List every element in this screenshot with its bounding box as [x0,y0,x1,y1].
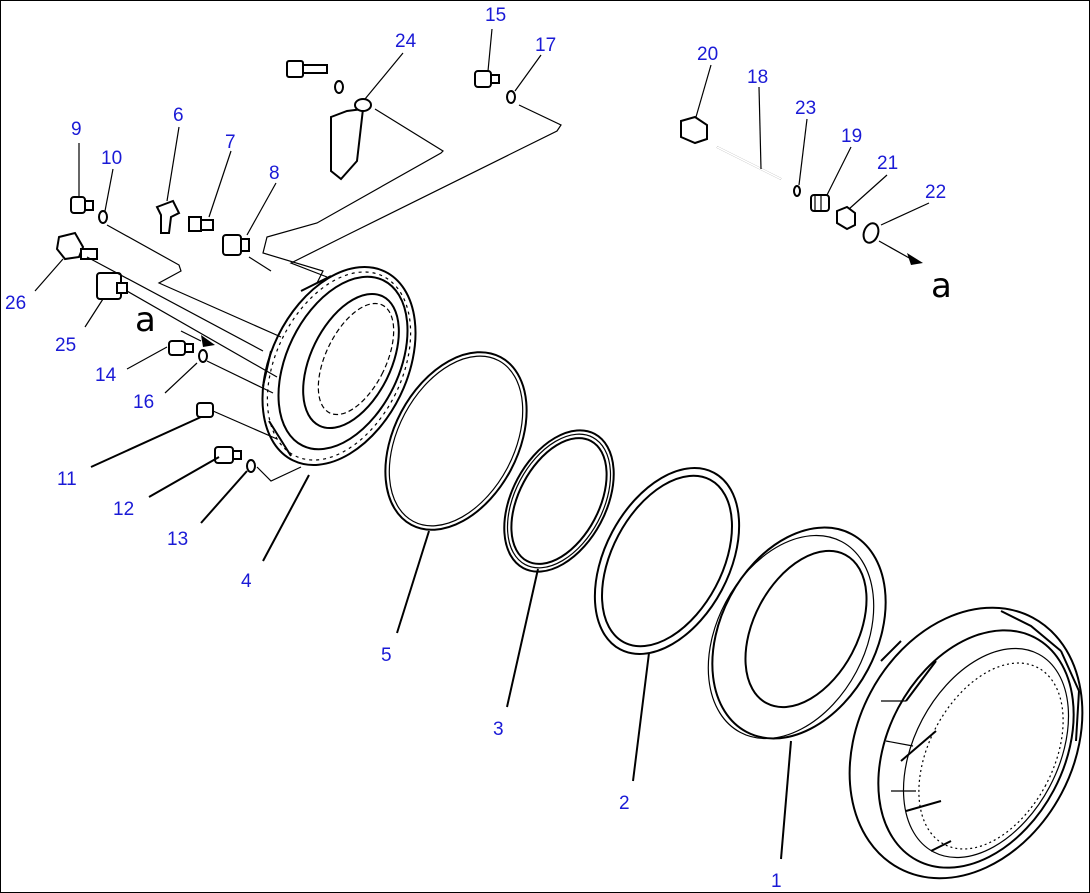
callout-3: 3 [493,719,504,740]
callout-labels: 1 2 3 4 5 6 7 8 9 10 11 12 13 14 15 16 1… [5,5,946,892]
part-6-elbow [155,199,181,234]
part-16-o-ring [198,349,208,363]
part-7-fitting [188,216,214,232]
callout-2: 2 [619,793,630,814]
callout-7: 7 [225,132,236,153]
part-17-o-ring [506,90,516,104]
callout-23: 23 [795,98,816,119]
part-5-o-ring [384,351,528,531]
callout-25: 25 [55,335,76,356]
part-2-seal [593,467,741,655]
part-20-nut [680,115,708,145]
part-8-fitting [222,234,250,256]
part-3-seal [503,429,615,573]
callout-11: 11 [57,469,77,490]
part-10-o-ring [98,210,108,224]
part-25-block [96,272,128,300]
callout-19: 19 [841,126,862,147]
part-24-bracket [286,60,372,181]
part-18-rod [716,146,782,180]
part-1-housing [848,606,1084,880]
callout-5: 5 [381,645,392,666]
part-13-o-ring [246,459,256,473]
part-11-plug [196,402,214,418]
part-21-nut [836,205,856,231]
callout-9: 9 [71,119,82,140]
leader-lines [34,28,930,860]
reference-letter-a-left: a [135,300,156,340]
reference-letter-a-right: a [931,266,952,306]
routing-lines [86,104,923,482]
part-12-plug [214,446,242,464]
callout-18: 18 [747,67,768,88]
callout-20: 20 [697,44,718,65]
callout-6: 6 [173,105,184,126]
part-19-spring [810,194,830,212]
part-26-valve [55,231,98,261]
callout-13: 13 [167,529,188,550]
part-9-plug [70,196,94,214]
part-4-piston [261,266,417,466]
part-22-o-ring [862,222,880,244]
part-14-plug [168,340,194,356]
callout-4: 4 [241,571,252,592]
callout-15: 15 [485,5,506,26]
callout-22: 22 [925,182,946,203]
callout-26: 26 [5,293,26,314]
callout-10: 10 [101,148,122,169]
callout-12: 12 [113,499,134,520]
callout-17: 17 [535,35,556,56]
callout-24: 24 [395,31,417,52]
part-15-plug [474,70,500,88]
callout-1: 1 [771,871,782,892]
part-23-washer [793,185,801,197]
callout-14: 14 [95,365,117,386]
part-1-ring [707,526,887,740]
callout-16: 16 [133,392,154,413]
callout-21: 21 [877,153,898,174]
callout-8: 8 [269,163,280,184]
